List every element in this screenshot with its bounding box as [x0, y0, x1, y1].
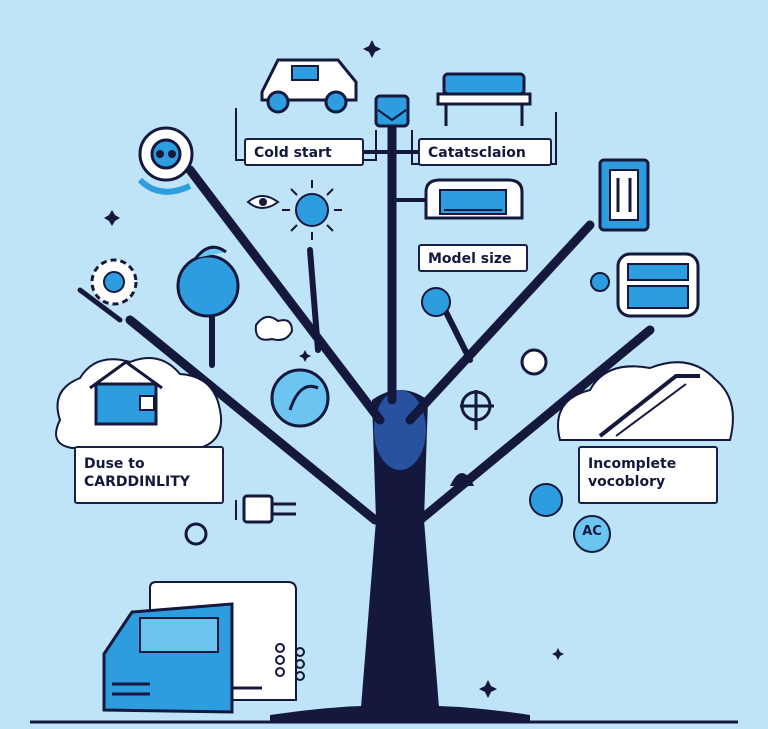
- chain-icon: [275, 643, 305, 681]
- sparkle-icon: [552, 648, 564, 660]
- node-icon: [520, 348, 548, 376]
- label-vocabulary-line2: vocoblory: [588, 473, 666, 490]
- keyboard-device-icon: [616, 252, 700, 318]
- ac-badge-circle: [573, 515, 611, 553]
- twig-left: [307, 247, 321, 353]
- knot-icon: [460, 390, 494, 430]
- car-icon: [260, 58, 358, 114]
- label-vocabulary-line1: Incomplete: [588, 456, 677, 472]
- label-model-size-text: Model size: [428, 251, 512, 267]
- leaf-sprout-icon: [194, 245, 227, 259]
- sparkle-icon: [104, 210, 120, 226]
- label-categorization-text: Catatsclaion: [428, 145, 526, 161]
- gear-icon: [90, 258, 138, 306]
- label-vocabulary: Incomplete vocoblory: [578, 446, 718, 504]
- envelope-icon: [374, 94, 410, 128]
- leaf-blob-icon: [421, 287, 451, 317]
- branch-upper-right: [405, 220, 595, 425]
- sensor-icon: [137, 126, 194, 195]
- tree-base: [270, 705, 530, 722]
- bench-icon: [436, 72, 532, 126]
- monitor-icon: [424, 178, 524, 220]
- label-cardinality-line2: CARDDINLITY: [84, 473, 190, 490]
- tree-trunk: [360, 390, 440, 720]
- label-model-size: Model size: [418, 244, 528, 272]
- sparkle-icon: [479, 680, 497, 698]
- trunk-highlight: [374, 390, 426, 470]
- cloud-icon: [254, 315, 294, 341]
- escalator-icon: [557, 361, 734, 441]
- branch-upper-left: [185, 165, 385, 425]
- leaf-blob-icon: [176, 254, 240, 318]
- van-icon: [102, 581, 297, 714]
- sparkle-icon: [299, 350, 311, 362]
- drop-icon: [450, 473, 474, 486]
- label-cardinality-line1: Duse to: [84, 456, 145, 472]
- eye-icon: [246, 195, 280, 209]
- branch-lower-left: [125, 315, 380, 525]
- node-icon: [590, 272, 610, 292]
- branch-lower-right: [415, 325, 655, 525]
- label-cardinality: Duse to CARDDINLITY: [74, 446, 224, 504]
- ring-icon: [184, 522, 208, 546]
- sun-icon: [282, 180, 342, 240]
- ac-badge: AC: [582, 524, 602, 539]
- plug-icon: [235, 494, 296, 524]
- label-categorization: Catatsclaion: [418, 138, 552, 166]
- tablet-icon: [598, 158, 650, 232]
- twig-far-left: [77, 287, 123, 323]
- label-cold-start: Cold start: [244, 138, 364, 166]
- label-cold-start-text: Cold start: [254, 145, 332, 161]
- leaf-blob-icon: [529, 483, 563, 517]
- sparkle-icons: [104, 40, 564, 698]
- sparkle-icon: [363, 40, 381, 58]
- leaf-blob-icon: [270, 368, 330, 428]
